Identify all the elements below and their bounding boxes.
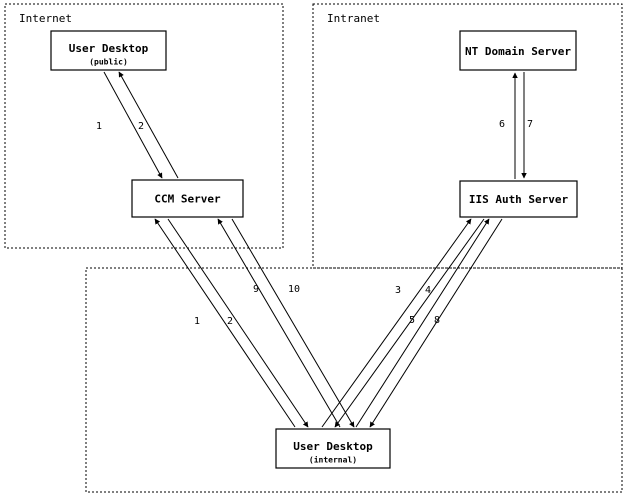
zone-internet: Internet bbox=[4, 3, 284, 249]
node-box-user-desktop-public[interactable] bbox=[50, 30, 167, 71]
zone-intranet-boundary bbox=[312, 3, 623, 269]
zone-internet-boundary bbox=[4, 3, 284, 249]
edge-label-3: 1 bbox=[194, 316, 200, 327]
node-ccm-server[interactable]: CCM Server bbox=[131, 179, 244, 218]
node-box-iis-auth-server[interactable] bbox=[459, 180, 578, 218]
node-user-desktop-public[interactable]: User Desktop (public) bbox=[50, 30, 167, 71]
node-user-desktop-internal[interactable]: User Desktop (internal) bbox=[275, 428, 391, 469]
node-iis-auth-server[interactable]: IIS Auth Server bbox=[459, 180, 578, 218]
node-subtitle-user-desktop-public: (public) bbox=[89, 57, 128, 67]
edge-label-1: 1 bbox=[96, 121, 102, 132]
node-title-user-desktop-public: User Desktop bbox=[69, 42, 149, 55]
node-nt-domain-server[interactable]: NT Domain Server bbox=[459, 30, 577, 71]
edge-label-3b: 3 bbox=[395, 285, 401, 296]
node-title-iis-auth-server: IIS Auth Server bbox=[469, 193, 569, 206]
edge-group-internal-ccm-12: 1 2 bbox=[154, 218, 309, 428]
edge-line-9 bbox=[217, 218, 341, 428]
zone-internal-boundary bbox=[85, 267, 623, 493]
edge-group-iis-nt: 6 7 bbox=[499, 72, 533, 179]
edge-line-4 bbox=[167, 218, 309, 428]
edge-line-8 bbox=[369, 218, 503, 428]
node-box-nt-domain-server[interactable] bbox=[459, 30, 577, 71]
node-title-ccm-server: CCM Server bbox=[154, 193, 221, 206]
edge-line-10 bbox=[231, 218, 355, 428]
node-box-ccm-server[interactable] bbox=[131, 179, 244, 218]
edge-group-internal-iis-58: 5 8 bbox=[355, 218, 503, 428]
edge-label-6: 6 bbox=[499, 119, 505, 130]
edge-group-internal-ccm-910: 9 10 bbox=[217, 218, 355, 428]
edge-label-4: 2 bbox=[227, 316, 233, 327]
node-title-nt-domain-server: NT Domain Server bbox=[465, 45, 571, 58]
edge-label-7: 7 bbox=[527, 119, 533, 130]
edge-label-2: 2 bbox=[138, 121, 144, 132]
edge-line-2 bbox=[118, 71, 179, 179]
node-box-user-desktop-internal[interactable] bbox=[275, 428, 391, 469]
zone-internet-label: Internet bbox=[19, 12, 72, 25]
edge-group-public-ccm: 1 2 bbox=[96, 71, 179, 179]
zone-intranet-label: Intranet bbox=[327, 12, 380, 25]
zone-intranet: Intranet bbox=[312, 3, 623, 269]
edge-label-9: 9 bbox=[253, 284, 259, 295]
edge-label-4b: 4 bbox=[425, 285, 431, 296]
edge-line-3 bbox=[154, 218, 296, 428]
zone-internal-network bbox=[85, 267, 623, 493]
node-title-user-desktop-internal: User Desktop bbox=[293, 440, 373, 453]
edge-label-5: 5 bbox=[409, 315, 415, 326]
edge-label-8: 8 bbox=[434, 315, 440, 326]
edge-line-1 bbox=[103, 71, 163, 179]
edge-line-4b bbox=[334, 218, 485, 428]
node-subtitle-user-desktop-internal: (internal) bbox=[309, 455, 357, 465]
edge-line-3b bbox=[321, 218, 472, 428]
edge-line-5 bbox=[355, 218, 490, 428]
edge-group-internal-iis-34: 3 4 bbox=[321, 218, 485, 428]
edge-label-10: 10 bbox=[288, 284, 300, 295]
